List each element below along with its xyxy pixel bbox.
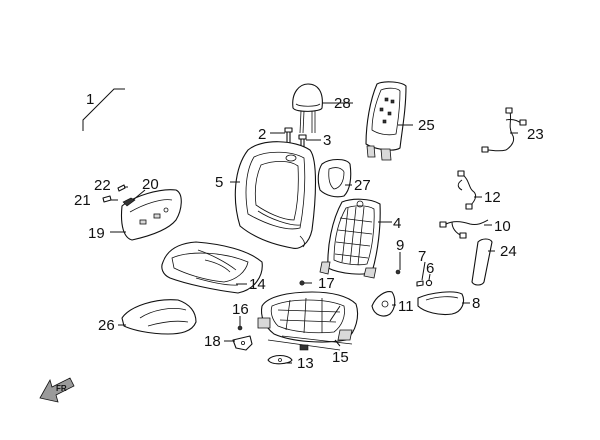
part-23-wire-harness	[481, 107, 527, 153]
callout-15: 15	[332, 349, 349, 366]
part-28-headrest	[292, 83, 323, 134]
callout-7: 7	[418, 248, 426, 265]
front-direction-arrow: FR	[39, 377, 75, 403]
callout-10: 10	[494, 218, 511, 235]
part-2-guide-sleeve	[284, 127, 293, 145]
callout-27: 27	[354, 177, 371, 194]
callout-26: 26	[98, 317, 115, 334]
callout-3: 3	[323, 132, 331, 149]
callout-8: 8	[472, 295, 480, 312]
callout-19: 19	[88, 225, 105, 242]
part-18-bracket	[232, 335, 253, 351]
part-11-recliner-cover	[371, 291, 396, 317]
arrow-icon	[39, 377, 75, 403]
part-13-cover-clip	[267, 354, 293, 365]
part-19-side-shield	[120, 189, 182, 241]
part-14-seat-cushion	[161, 241, 263, 294]
part-9-bolt	[395, 269, 401, 275]
callout-11: 11	[398, 298, 414, 315]
callouts: 1 2 3 4 5 6 7 8 9 10 11 12 13 14 15 16 1…	[74, 91, 544, 372]
part-24-trim-strip	[471, 238, 493, 286]
part-12-wire-harness	[457, 170, 477, 210]
part-10-wire-harness	[439, 219, 489, 239]
callout-2: 2	[258, 126, 266, 143]
part-6-cap	[425, 279, 433, 287]
part-25-back-panel	[365, 81, 407, 161]
part-8-side-trim	[417, 291, 465, 316]
callout-4: 4	[393, 215, 401, 232]
part-26-cushion-pad	[121, 299, 197, 335]
callout-23: 23	[527, 126, 544, 143]
direction-label: FR	[56, 384, 67, 393]
part-17-bolt	[299, 280, 305, 286]
part-4-seatback-frame	[319, 198, 381, 279]
callout-28: 28	[334, 95, 351, 112]
part-1-assembly-mark	[82, 88, 125, 131]
callout-24: 24	[500, 243, 517, 260]
part-7-screw	[416, 280, 424, 287]
leader-lines	[110, 102, 518, 364]
callout-17: 17	[318, 275, 335, 292]
part-20-switch-knob	[122, 197, 136, 207]
callout-12: 12	[484, 189, 501, 206]
callout-21: 21	[74, 192, 91, 209]
callout-14: 14	[249, 276, 266, 293]
callout-25: 25	[418, 117, 435, 134]
part-27-back-pad	[317, 158, 352, 198]
callout-9: 9	[396, 237, 404, 254]
callout-20: 20	[142, 176, 159, 193]
part-16-clip	[237, 325, 243, 331]
part-21-lever	[102, 195, 112, 203]
callout-13: 13	[297, 355, 314, 372]
callout-6: 6	[426, 260, 434, 277]
part-15-seat-frame	[257, 291, 359, 351]
part-22-screw	[117, 184, 126, 192]
callout-5: 5	[215, 174, 223, 191]
part-5-seatback-cover	[234, 141, 317, 249]
callout-1: 1	[86, 91, 94, 108]
callout-22: 22	[94, 177, 111, 194]
callout-16: 16	[232, 301, 249, 318]
callout-18: 18	[204, 333, 221, 350]
